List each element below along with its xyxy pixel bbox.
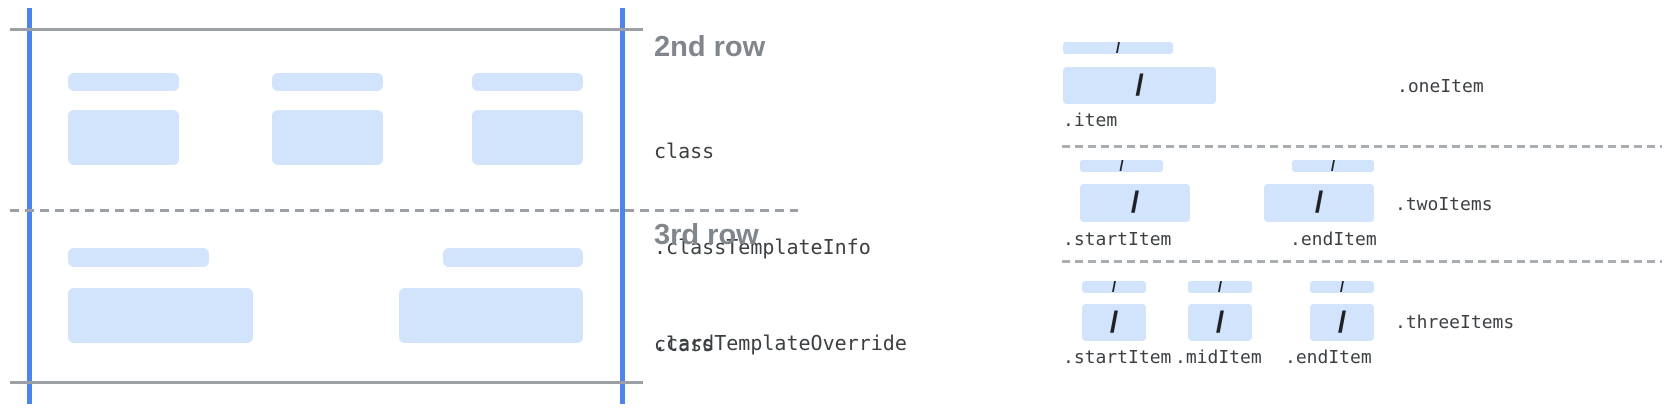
- three-items-start-value-bar: /: [1082, 304, 1146, 341]
- three-items-mid-label-bar: /: [1188, 278, 1252, 296]
- three-items-mid-value-bar: /: [1188, 304, 1252, 341]
- card-row-divider-dashed-line: [10, 209, 798, 212]
- section-separator-dashed-line: [1062, 260, 1662, 263]
- slash-placeholder-glyph: /: [1217, 278, 1223, 296]
- slash-placeholder-glyph: /: [1337, 305, 1347, 339]
- slash-placeholder-glyph: /: [1119, 157, 1124, 175]
- one-item-template-name: .oneItem: [1397, 76, 1484, 97]
- row3-end-value-placeholder: [399, 288, 583, 343]
- row2-col3-value-placeholder: [472, 110, 583, 165]
- three-items-end-label-bar: /: [1310, 278, 1374, 296]
- three-items-mid-label: .midItem: [1175, 347, 1262, 368]
- row3-end-label-placeholder: [443, 248, 583, 267]
- row2-col3-label-placeholder: [472, 73, 583, 91]
- slash-placeholder-glyph: /: [1314, 186, 1324, 219]
- two-items-end-label-bar: /: [1292, 157, 1374, 175]
- one-item-value-bar: /: [1063, 67, 1216, 104]
- one-item-label-bar: /: [1063, 39, 1173, 57]
- two-items-template-name: .twoItems: [1395, 194, 1493, 215]
- two-items-end-value-bar: /: [1264, 184, 1374, 222]
- section-separator-dashed-line: [1062, 145, 1662, 148]
- row2-col1-label-placeholder: [68, 73, 179, 91]
- slash-placeholder-glyph: /: [1330, 157, 1336, 175]
- row2-col2-label-placeholder: [272, 73, 383, 91]
- row3-start-value-placeholder: [68, 288, 253, 343]
- slash-placeholder-glyph: /: [1215, 305, 1225, 339]
- card-right-edge-guide-line: [620, 8, 625, 404]
- row2-path-line-2: .classTemplateInfo: [654, 235, 871, 259]
- row3-class-path: class .classTemplateInfo .cardTemplateOv…: [654, 264, 943, 412]
- row2-col2-value-placeholder: [272, 110, 383, 165]
- card-top-border-line: [10, 28, 643, 31]
- two-items-start-value-bar: /: [1080, 184, 1190, 222]
- slash-placeholder-glyph: /: [1339, 278, 1345, 296]
- two-items-start-label-bar: /: [1080, 157, 1163, 175]
- one-item-field-label: .item: [1063, 110, 1118, 131]
- three-items-end-value-bar: /: [1310, 304, 1374, 341]
- three-items-end-label: .endItem: [1285, 347, 1372, 368]
- row2-class-path: class .classTemplateInfo .cardTemplateOv…: [654, 71, 943, 412]
- two-items-start-label: .startItem: [1063, 229, 1172, 250]
- row3-path-line-1: class: [654, 332, 715, 356]
- slash-placeholder-glyph: /: [1115, 39, 1121, 57]
- row2-path-line-3: .cardTemplateOverride: [654, 331, 907, 355]
- three-items-start-label: .startItem: [1063, 347, 1172, 368]
- row3-start-label-placeholder: [68, 248, 209, 267]
- row3-heading: 3rd row: [654, 219, 759, 251]
- three-items-template-name: .threeItems: [1395, 312, 1515, 333]
- slash-placeholder-glyph: /: [1135, 68, 1144, 102]
- card-bottom-border-line: [10, 381, 643, 384]
- slash-placeholder-glyph: /: [1109, 305, 1119, 339]
- two-items-end-label: .endItem: [1290, 229, 1377, 250]
- row2-col1-value-placeholder: [68, 110, 179, 165]
- row2-path-line-1: class: [654, 139, 715, 163]
- slash-placeholder-glyph: /: [1130, 186, 1140, 219]
- card-left-edge-guide-line: [27, 8, 32, 404]
- row2-heading: 2nd row: [654, 31, 766, 63]
- slash-placeholder-glyph: /: [1111, 278, 1117, 296]
- three-items-start-label-bar: /: [1082, 278, 1146, 296]
